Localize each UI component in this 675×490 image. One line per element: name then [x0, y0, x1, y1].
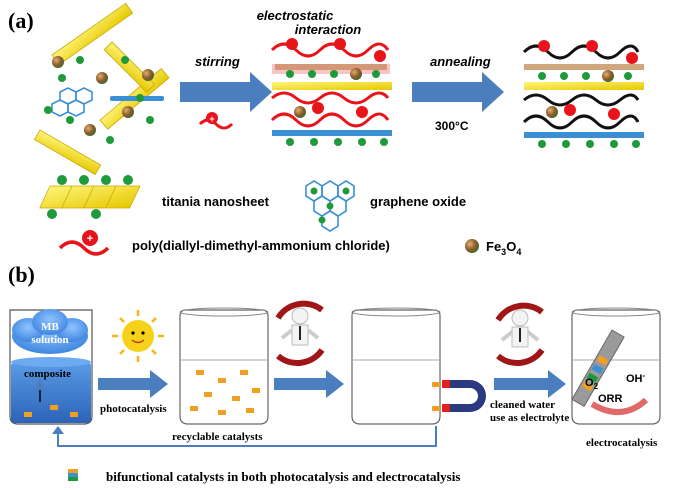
o2-label: O2 — [585, 377, 599, 391]
annealed-composite — [522, 40, 644, 148]
legend-graphene-oxide — [305, 180, 355, 232]
svg-text:+: + — [87, 233, 93, 245]
beaker-3 — [351, 307, 441, 425]
temperature-label: 300°C — [435, 119, 469, 133]
beaker-4: O2 OH- ORR — [571, 307, 661, 425]
legend-fe3o4: Fe3O4 — [465, 239, 521, 257]
electrocatalysis-label: electrocatalysis — [586, 437, 658, 449]
legend-graphene-label: graphene oxide — [370, 194, 466, 209]
magnet-icon — [442, 380, 486, 412]
person-1-icon — [275, 300, 325, 366]
composite-label: composite — [24, 368, 71, 380]
oh-label: OH- — [626, 371, 646, 385]
beaker-2 — [179, 307, 269, 425]
mb-line2: solution — [31, 334, 68, 346]
stirring-arrow — [180, 72, 272, 112]
legend: titania nanosheet graphene oxide + poly(… — [39, 175, 521, 257]
bifunctional-legend: bifunctional catalysts in both photocata… — [68, 469, 460, 484]
mixed-components-cluster — [33, 2, 170, 176]
annealing-label: annealing — [430, 54, 491, 69]
interaction-label: interaction — [295, 22, 362, 37]
bifunctional-label: bifunctional catalysts in both photocata… — [106, 469, 460, 484]
dispersed-catalysts — [190, 370, 260, 415]
electrolyte-label: use as electrolyte — [490, 412, 569, 424]
arrow-to-separation — [274, 370, 344, 398]
stirring-label: stirring — [195, 54, 240, 69]
cleaned-water-label: cleaned water — [490, 399, 555, 411]
person-2-icon — [495, 302, 545, 366]
legend-polymer-label: poly(diallyl-dimethyl-ammonium chloride) — [132, 238, 390, 253]
photocatalysis-label: photocatalysis — [100, 403, 167, 415]
legend-polymer: + poly(diallyl-dimethyl-ammonium chlorid… — [58, 230, 390, 256]
mb-line1: MB — [41, 321, 59, 333]
polymer-icon-small: + — [198, 112, 234, 130]
svg-text:+: + — [209, 114, 214, 124]
legend-titania-nanosheet: titania nanosheet — [39, 175, 270, 219]
annealing-arrow — [412, 72, 504, 112]
panel-b-label: (b) — [8, 262, 35, 287]
orr-label: ORR — [598, 393, 623, 405]
recycle-path — [52, 426, 437, 447]
recyclable-catalysts-label: recyclable catalysts — [172, 431, 263, 443]
legend-fe3o4-label: Fe3O4 — [486, 239, 521, 257]
graphene-piece — [51, 87, 93, 117]
assembled-composite — [270, 38, 392, 146]
beaker-1: MB solution composite — [9, 309, 93, 425]
sun-icon — [112, 310, 164, 362]
panel-a-label: (a) — [8, 8, 34, 33]
mb-solution-cloud: MB solution — [12, 309, 88, 354]
electrode-icon — [571, 329, 625, 407]
electrostatic-label: electrostatic — [257, 8, 334, 23]
fe3o4-particle-icon — [465, 239, 479, 253]
arrow-to-electrocatalysis — [494, 370, 566, 398]
legend-titania-label: titania nanosheet — [162, 194, 270, 209]
arrow-to-photocatalysis — [98, 370, 168, 398]
